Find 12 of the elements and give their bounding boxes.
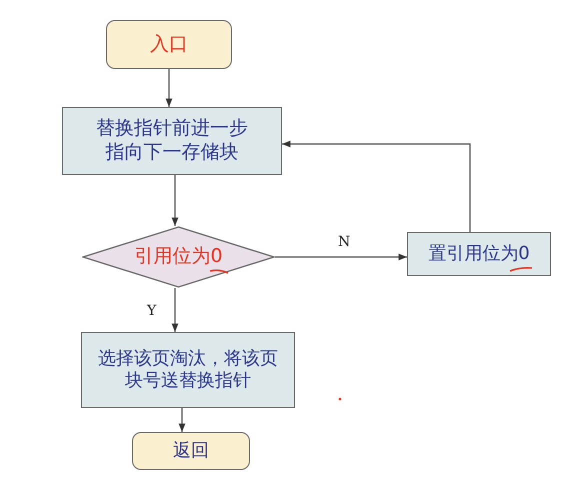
arrow [172,175,178,226]
arrow [178,408,186,432]
process-box: 替换指针前进一步指向下一存储块 [62,107,282,175]
arrow [166,69,172,107]
terminal-box: 入口 [106,20,232,69]
arrow [172,288,178,332]
arrow [275,254,407,260]
process-box: 选择该页淘汰，将该页块号送替换指针 [81,332,295,408]
arrow [282,140,471,232]
decision-diamond: 引用位为0 [82,226,275,288]
process-box: 置引用位为0 [407,232,551,276]
terminal-box: 返回 [132,432,250,470]
